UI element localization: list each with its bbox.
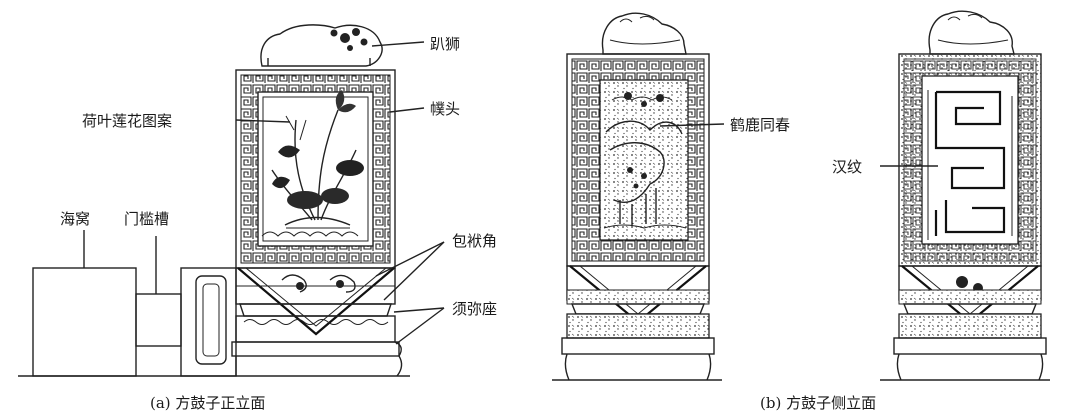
label-men-kan-cao: 门槛槽 bbox=[124, 210, 169, 228]
lion-sculpture-side-2 bbox=[928, 10, 1015, 55]
leader-lines bbox=[83, 41, 938, 345]
leader-xu-mi-zuo-b bbox=[395, 307, 445, 345]
men-kan-cao-groove bbox=[135, 293, 182, 347]
label-han-wen: 汉纹 bbox=[832, 158, 862, 176]
label-he-lu-tong-chun: 鹤鹿同春 bbox=[730, 116, 790, 134]
hai-wo-block bbox=[32, 267, 137, 377]
base-ornament bbox=[243, 319, 389, 325]
label-hai-wo: 海窝 bbox=[60, 210, 90, 228]
floral-carving bbox=[281, 274, 356, 293]
leader-he-ye bbox=[235, 119, 291, 123]
side-elevation-crane-deer bbox=[552, 12, 722, 381]
front-elevation bbox=[18, 24, 410, 377]
lion-sculpture-front bbox=[260, 24, 383, 67]
han-wen-fret bbox=[934, 90, 1006, 236]
lion-sculpture-side-1 bbox=[601, 12, 687, 55]
base-plinth bbox=[231, 341, 400, 357]
leader-he-lu bbox=[659, 123, 725, 127]
label-he-ye-lian-hua: 荷叶莲花图案 bbox=[82, 112, 172, 130]
caption-front: (a) 方鼓子正立面 bbox=[150, 394, 265, 412]
cloud-band bbox=[261, 231, 359, 237]
han-pattern-panel bbox=[921, 75, 1019, 245]
caption-side: (b) 方鼓子侧立面 bbox=[760, 394, 876, 412]
central-panel-inner bbox=[262, 96, 369, 242]
leader-xu-mi-zuo-a bbox=[393, 307, 445, 313]
leader-bao-fu-jiao-a bbox=[375, 241, 445, 277]
leader-pa-shi bbox=[371, 41, 425, 47]
lotus-motif bbox=[271, 90, 364, 229]
side-elevation-han-pattern bbox=[880, 10, 1050, 381]
threshold-inner-line bbox=[202, 283, 220, 357]
leader-fu-tou bbox=[389, 107, 425, 113]
leader-bao-fu-jiao-b bbox=[383, 241, 445, 301]
label-fu-tou: 幞头 bbox=[430, 100, 460, 118]
label-bao-fu-jiao: 包袱角 bbox=[452, 232, 497, 250]
label-pa-shi: 趴狮 bbox=[430, 35, 460, 53]
label-xu-mi-zuo: 须弥座 bbox=[452, 300, 497, 318]
base-waist bbox=[239, 303, 392, 317]
threshold-inner-panel bbox=[195, 275, 227, 365]
labels: 趴狮 荷叶莲花图案 幞头 海窝 门槛槽 包袱角 须弥座 鹤鹿同春 汉纹 bbox=[60, 35, 862, 318]
bao-fu-jiao-triangle bbox=[237, 267, 395, 336]
